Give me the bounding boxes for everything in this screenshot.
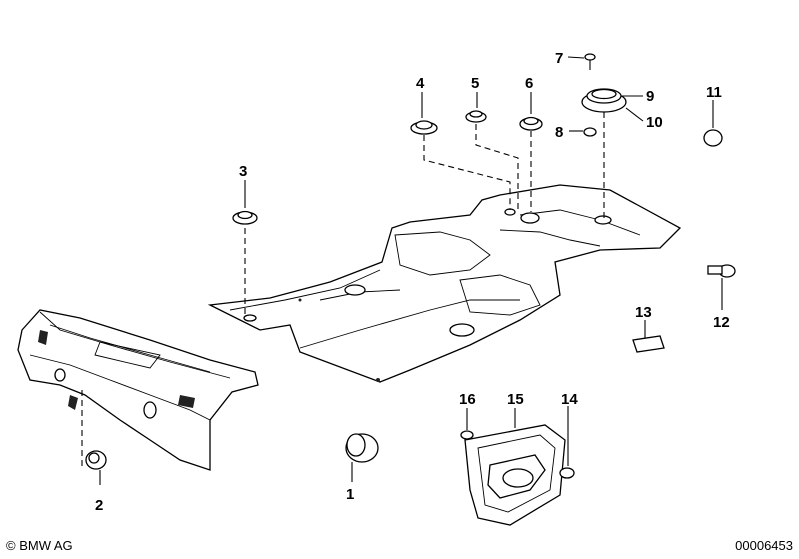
callout-6: 6 — [525, 75, 533, 92]
grommet-2 — [85, 450, 107, 470]
firewall — [17, 309, 259, 471]
callout-11: 11 — [706, 84, 722, 101]
callout-10: 10 — [646, 114, 663, 131]
grommet-6 — [519, 116, 543, 131]
callout-9: 9 — [646, 88, 654, 105]
cover-plate-15 — [464, 424, 566, 526]
floor-pan — [207, 184, 682, 383]
screw-12 — [707, 264, 736, 278]
plate-13 — [632, 335, 665, 353]
callout-14: 14 — [561, 391, 578, 408]
screw-7 — [584, 53, 596, 70]
callout-16: 16 — [459, 391, 476, 408]
callout-2: 2 — [95, 497, 103, 514]
callout-15: 15 — [507, 391, 524, 408]
callout-3: 3 — [239, 163, 247, 180]
nut-14 — [559, 467, 575, 479]
nut-8 — [583, 127, 597, 137]
grommet-1 — [345, 433, 379, 463]
callout-7: 7 — [555, 50, 563, 67]
plug-11 — [703, 129, 723, 147]
grommet-4 — [410, 120, 438, 135]
callout-4: 4 — [416, 75, 425, 92]
cover-9-10 — [581, 88, 627, 113]
callout-5: 5 — [471, 75, 479, 92]
callout-13: 13 — [635, 304, 652, 321]
screw-16 — [460, 430, 474, 440]
callout-1: 1 — [346, 486, 354, 503]
copyright-label: © BMW AG — [6, 538, 73, 553]
grommet-3 — [232, 210, 258, 225]
diagram-id-label: 00006453 — [735, 538, 793, 553]
callout-8: 8 — [555, 124, 563, 141]
callout-12: 12 — [713, 314, 730, 331]
grommet-5 — [465, 110, 487, 123]
